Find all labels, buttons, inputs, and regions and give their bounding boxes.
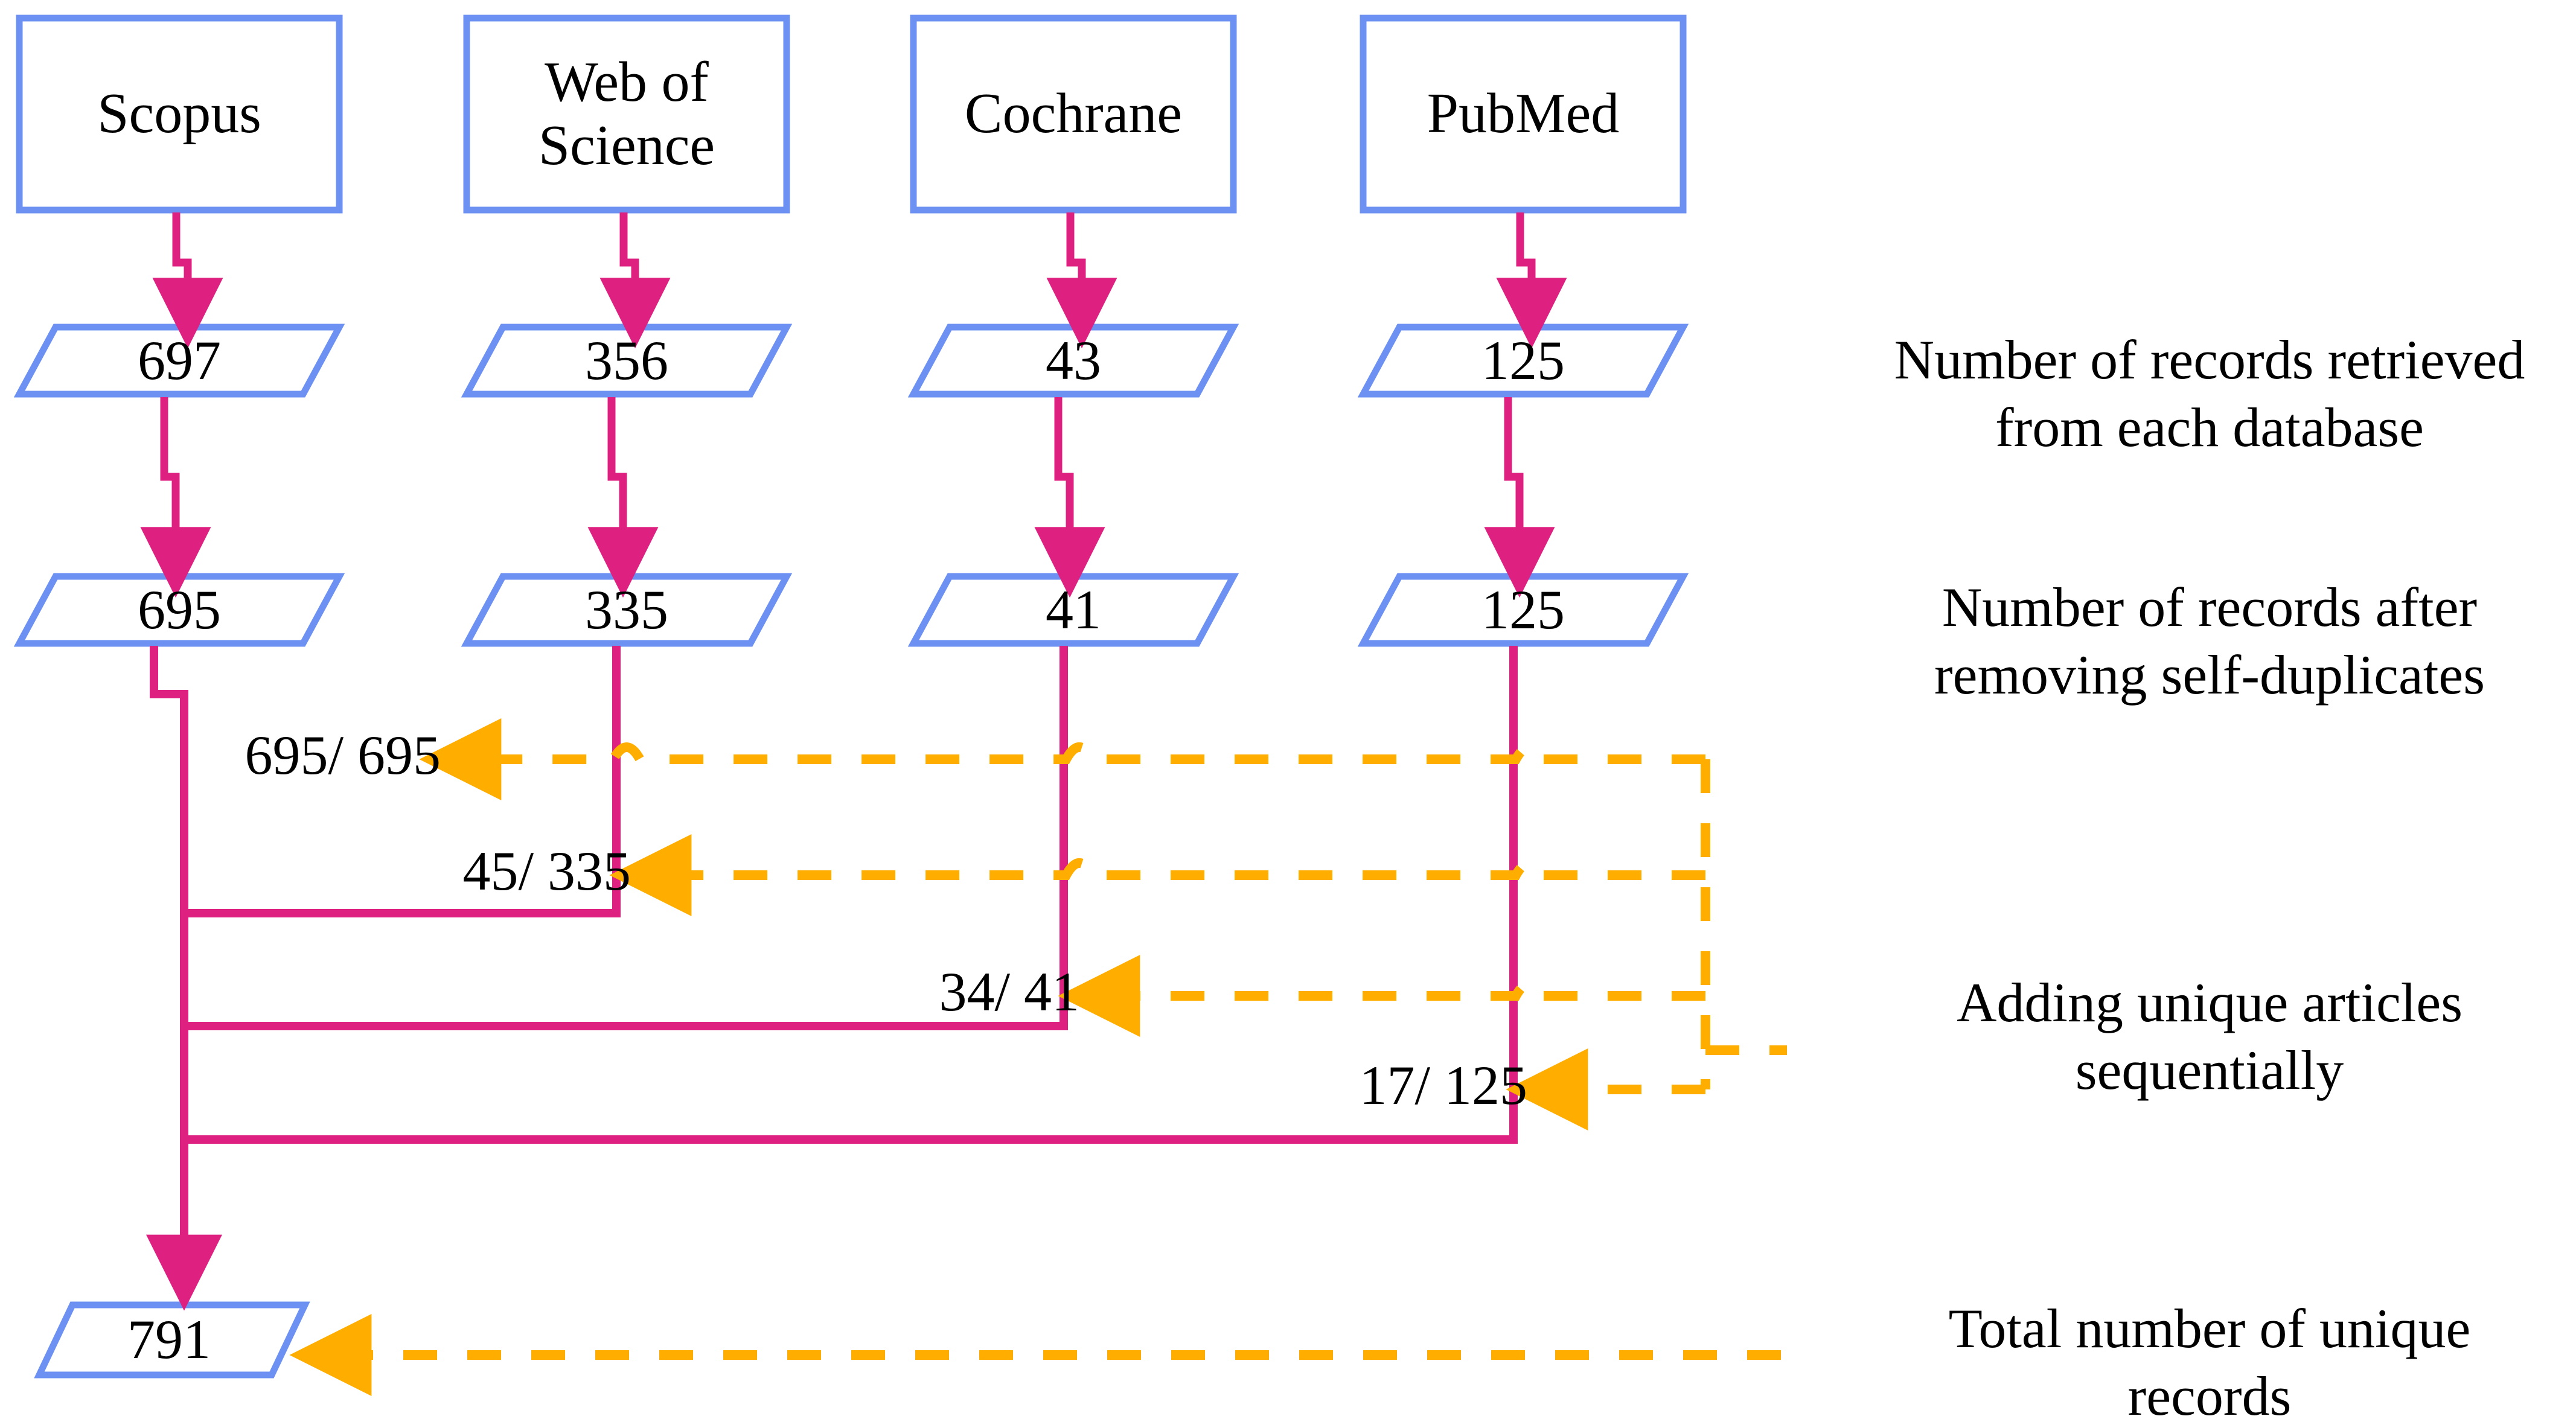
orange-dashed-branch-34 [1058, 955, 1705, 1037]
side-note-total: Total number of unique records [1948, 1298, 2471, 1422]
retrieved-count-shapes [13, 324, 1689, 398]
pink-arrow-pubmed-dedup [1484, 397, 1555, 598]
side-note-sequential: Adding unique articles sequentially [1956, 972, 2463, 1102]
retrieved-shape-pubmed[interactable] [1357, 324, 1689, 398]
pink-arrow-scopus-dedup [140, 397, 211, 598]
dedup-shape-pubmed[interactable] [1357, 573, 1689, 647]
pink-arrow-scopus-retrieved [152, 212, 223, 349]
pink-trunk-scopus-to-total [146, 646, 222, 1311]
side-note-self-dedup: Number of records after removing self-du… [1934, 576, 2485, 706]
unique-fraction-wos: 45/ 335 [462, 840, 631, 902]
source-box-pubmed[interactable] [1360, 14, 1687, 214]
dedup-shape-cochrane[interactable] [907, 573, 1239, 647]
unique-fraction-pubmed: 17/ 125 [1359, 1054, 1527, 1116]
unique-fraction-scopus: 695/ 695 [244, 724, 441, 786]
pink-arrow-wos-retrieved [599, 212, 671, 349]
orange-dashed-branch-695 [419, 718, 1705, 800]
dedup-count-shapes [13, 573, 1689, 647]
retrieved-shape-wos[interactable] [461, 324, 793, 398]
orange-dashed-branch-45 [609, 834, 1705, 916]
pink-branch-pubmed [184, 646, 1518, 1144]
pink-arrow-cochrane-dedup [1034, 397, 1105, 598]
unique-fraction-cochrane: 34/ 41 [939, 961, 1079, 1022]
dedup-shape-scopus[interactable] [13, 573, 345, 647]
pink-arrow-pubmed-retrieved [1496, 212, 1567, 349]
retrieved-shape-cochrane[interactable] [907, 324, 1239, 398]
pink-arrow-wos-dedup [587, 397, 659, 598]
retrieved-shape-scopus[interactable] [13, 324, 345, 398]
pink-connectors-row1 [152, 212, 1567, 349]
source-box-scopus[interactable] [16, 14, 343, 214]
pink-arrow-cochrane-retrieved [1046, 212, 1117, 349]
pink-connectors-row2 [140, 397, 1555, 598]
side-note-retrieved: Number of records retrieved from each da… [1894, 329, 2525, 459]
dedup-shape-wos[interactable] [461, 573, 793, 647]
source-box-wos[interactable] [463, 14, 790, 214]
total-unique-shape[interactable] [34, 1301, 310, 1379]
source-node-boxes [16, 14, 1687, 214]
source-box-cochrane[interactable] [910, 14, 1237, 214]
